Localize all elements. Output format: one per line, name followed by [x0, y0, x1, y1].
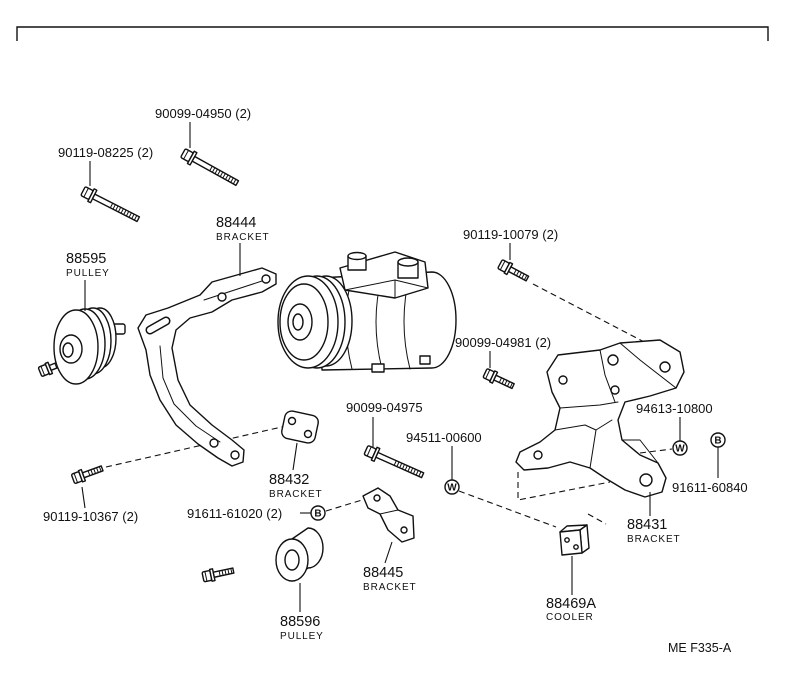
diagram-code: ME F335-A: [668, 641, 732, 655]
part-name-88445: BRACKET: [363, 582, 417, 593]
part-number-88596: 88596: [280, 614, 320, 630]
marker-w-94613-10800: W: [672, 440, 688, 456]
cooler-88469a-drawing: [559, 524, 590, 556]
bolt-90099-04981: [481, 366, 517, 393]
assembly-lines: [105, 283, 673, 528]
part-name-88432: BRACKET: [269, 489, 323, 500]
part-number-90119-10079: 90119-10079 (2): [463, 227, 558, 242]
part-name-88595: PULLEY: [66, 268, 110, 279]
part-name-88431: BRACKET: [627, 534, 681, 545]
part-number-88432: 88432: [269, 472, 309, 488]
bolt-90119-08225: [79, 184, 143, 227]
bolt-90119-10367: [70, 462, 105, 486]
bolt-90119-10079: [496, 258, 531, 285]
part-number-90119-08225: 90119-08225 (2): [58, 145, 153, 160]
bracket-88432-drawing: [281, 410, 319, 444]
part-name-88444: BRACKET: [216, 232, 270, 243]
part-number-90119-10367: 90119-10367 (2): [43, 509, 138, 524]
bolt-90099-04950: [178, 146, 242, 190]
compressor-drawing: [277, 251, 457, 373]
bracket-88445-drawing: [362, 487, 415, 543]
marker-w-label: W: [675, 444, 685, 455]
marker-b-91611-61020: B: [310, 505, 326, 521]
part-number-88445: 88445: [363, 565, 403, 581]
leader-lines: [81, 122, 719, 612]
pulley-stud: [201, 563, 236, 584]
part-number-91611-61020: 91611-61020 (2): [187, 506, 282, 521]
part-number-88469a: 88469A: [546, 596, 596, 612]
bracket-88444-drawing: [137, 267, 277, 467]
part-number-90099-04950: 90099-04950 (2): [155, 106, 251, 121]
marker-b-label: B: [314, 509, 321, 520]
pulley-88595-drawing: [53, 307, 126, 385]
part-number-94613-10800: 94613-10800: [636, 401, 713, 416]
part-number-88431: 88431: [627, 517, 667, 533]
frame-border: [16, 26, 769, 41]
bolt-90099-04975: [362, 442, 427, 483]
part-name-88596: PULLEY: [280, 631, 324, 642]
pulley-88596-drawing: [275, 527, 324, 582]
part-number-90099-04981: 90099-04981 (2): [455, 335, 551, 350]
part-number-94511-00600: 94511-00600: [406, 430, 482, 445]
marker-w-label: W: [447, 483, 457, 494]
part-number-91611-60840: 91611-60840: [672, 480, 748, 495]
marker-w-94511-00600: W: [444, 479, 460, 495]
part-number-90099-04975: 90099-04975: [346, 400, 423, 415]
bracket-88431-drawing: [515, 339, 685, 498]
part-name-88469a: COOLER: [546, 612, 594, 623]
part-number-88444: 88444: [216, 215, 256, 231]
part-number-88595: 88595: [66, 251, 106, 267]
marker-b-label: B: [714, 436, 721, 447]
marker-b-91611-60840: B: [710, 432, 726, 448]
